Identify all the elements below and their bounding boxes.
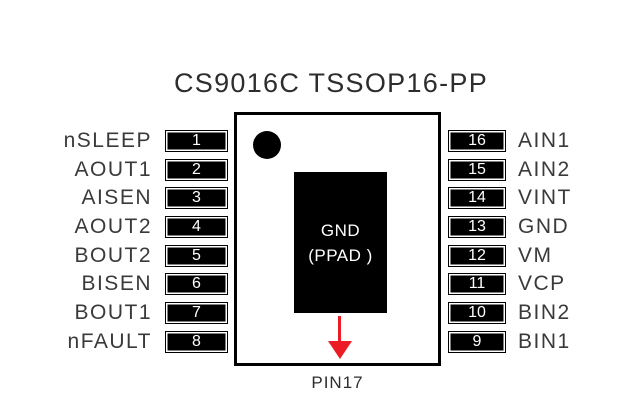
pin-row-bisen: BISEN 6 [0,272,228,296]
pin-row-nfault: nFAULT 8 [0,329,228,353]
pin-box: 15 [448,158,506,181]
pin-label: BOUT1 [74,301,152,325]
pin-number: 13 [468,218,486,236]
pin-number: 6 [192,275,201,293]
pin-label: AISEN [81,186,152,210]
pin-box: 1 [165,130,228,152]
pin-label: VINT [518,186,572,210]
pin-label: BISEN [81,272,152,296]
pin-row-aisen: AISEN 3 [0,186,228,210]
pin-box: 16 [448,130,506,152]
pin-label: VM [518,243,553,267]
pin-number: 4 [192,218,201,236]
pin-number: 2 [192,160,201,178]
pin-number: 14 [468,189,486,207]
pin-number: 5 [192,246,201,264]
pin-row-vint: 14 VINT [448,186,572,210]
pin-number: 8 [192,332,201,350]
pin-row-gnd: 13 GND [448,215,572,239]
pin-box: 11 [448,273,506,296]
pin-box: 12 [448,244,506,267]
pin-row-ain1: 16 AIN1 [448,130,572,152]
pin-row-bout1: BOUT1 7 [0,301,228,325]
pin-label: AOUT2 [74,215,152,239]
pin-row-aout2: AOUT2 4 [0,215,228,239]
pin-label: BOUT2 [74,243,152,267]
pin-number: 16 [468,132,486,149]
pin-box: 5 [165,244,228,267]
pin-row-ain2: 15 AIN2 [448,157,572,181]
pin-row-nsleep: nSLEEP 1 [0,130,228,152]
pin-number: 11 [468,275,486,293]
pin-label: BIN1 [518,329,571,353]
right-pin-column: 16 AIN1 15 AIN2 14 VINT 13 GND 12 VM 11 VCP 10 BIN2 9 B… [448,130,572,353]
pin-label: VCP [518,272,566,296]
pin-box: 6 [165,273,228,296]
pin-row-vm: 12 VM [448,243,572,267]
pin1-indicator-dot-icon [253,131,281,159]
pin-box: 14 [448,187,506,210]
pin-label: AIN1 [518,129,571,152]
pin-label: AOUT1 [74,157,152,181]
pin-number: 3 [192,189,201,207]
pin-label: AIN2 [518,157,571,181]
pin-box: 4 [165,216,228,239]
thermal-pad: GND (PPAD ) [294,172,387,313]
pin-number: 12 [468,246,486,264]
pin-number: 1 [192,132,201,149]
pin-label: GND [518,215,570,239]
pin-row-vcp: 11 VCP [448,272,572,296]
pin17-label: PIN17 [311,373,364,392]
pin-number: 7 [192,304,201,322]
pin-box: 9 [448,330,506,353]
pin-box: 2 [165,158,228,181]
package-title: CS9016C TSSOP16-PP [173,68,489,98]
pin-row-bout2: BOUT2 5 [0,243,228,267]
pin-label: nFAULT [67,329,152,353]
pin-label: nSLEEP [63,129,152,152]
pin-box: 7 [165,302,228,325]
pin-row-bin1: 9 BIN1 [448,329,572,353]
pin-number: 9 [472,332,482,350]
pin17-arrow-head-icon [328,341,352,359]
pin-label: BIN2 [518,301,571,325]
pin-number: 10 [468,304,486,322]
pin-row-bin2: 10 BIN2 [448,301,572,325]
pad-label-line2: (PPAD ) [308,245,373,265]
pin-box: 8 [165,330,228,353]
pad-label-line1: GND [320,220,361,240]
pin-box: 3 [165,187,228,210]
pin-row-aout1: AOUT1 2 [0,157,228,181]
pin-number: 15 [468,160,486,178]
pin-box: 13 [448,216,506,239]
pin17-arrow-line-icon [338,316,341,342]
pin-box: 10 [448,302,506,325]
